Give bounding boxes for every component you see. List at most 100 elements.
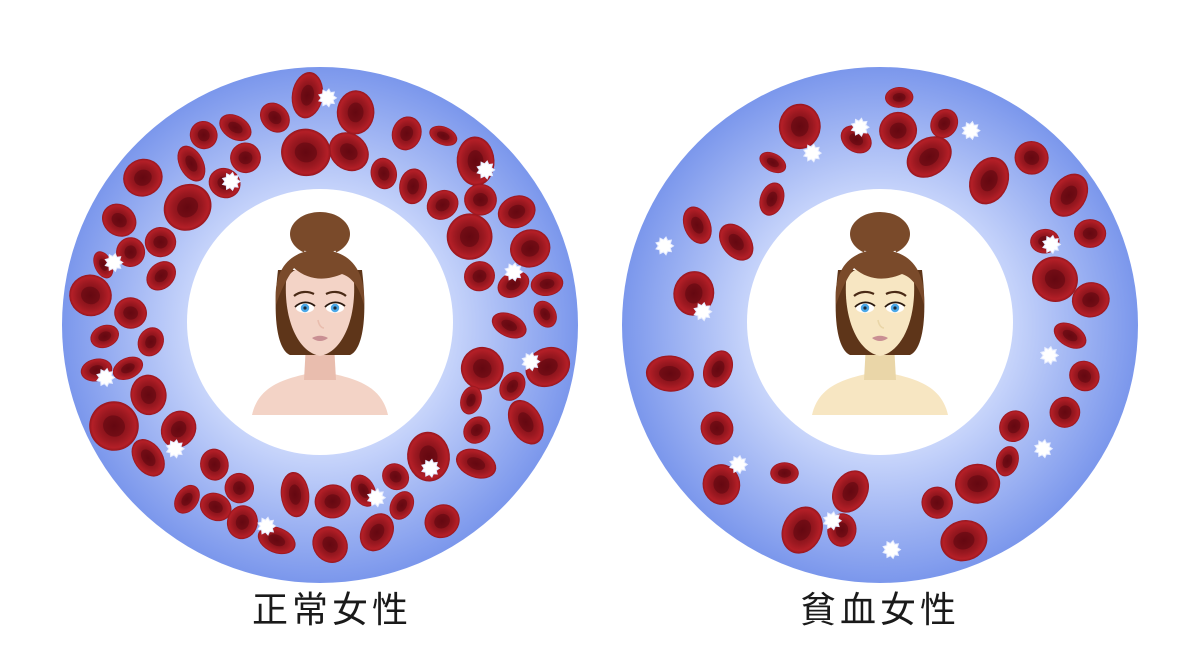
red-blood-cell — [885, 86, 914, 108]
red-blood-cell — [781, 506, 823, 554]
red-blood-cell — [160, 410, 197, 448]
normal-woman-caption: 正常女性 — [251, 590, 412, 631]
red-blood-cell — [391, 116, 422, 151]
anemic-woman-panel — [622, 67, 1138, 583]
red-blood-cell — [429, 125, 458, 146]
red-blood-cell — [682, 206, 712, 244]
pupil — [333, 306, 337, 310]
hair-bun — [290, 212, 350, 256]
pupil — [863, 306, 867, 310]
red-blood-cells — [69, 72, 571, 563]
eyelash-line — [854, 301, 876, 308]
red-blood-cell — [955, 463, 1001, 504]
red-blood-cell — [199, 492, 232, 522]
red-blood-cell — [1071, 282, 1110, 318]
red-blood-cell — [116, 237, 146, 267]
white-blood-cell — [96, 367, 116, 388]
red-blood-cell — [114, 297, 147, 329]
red-blood-cell — [224, 472, 255, 504]
red-blood-cell — [226, 505, 258, 540]
red-blood-cell — [382, 463, 410, 491]
red-blood-cell — [69, 274, 112, 317]
red-blood-cell — [1049, 396, 1081, 428]
red-blood-cell — [389, 491, 415, 520]
white-blood-cell — [504, 262, 524, 282]
white-blood-cell — [221, 171, 241, 192]
red-blood-cell — [930, 108, 959, 139]
red-blood-cell — [832, 470, 869, 513]
white-blood-cell — [802, 143, 823, 163]
red-blood-cell — [921, 486, 953, 519]
red-blood-cell — [177, 145, 206, 182]
red-blood-cell — [995, 446, 1019, 477]
red-blood-cell — [112, 356, 144, 380]
red-blood-cell — [460, 385, 482, 415]
front-hair — [835, 249, 925, 305]
red-blood-cell — [174, 484, 200, 514]
red-blood-cell — [645, 355, 694, 392]
red-blood-cell — [464, 183, 497, 216]
pupil — [303, 306, 307, 310]
red-blood-cell — [499, 371, 526, 401]
white-blood-cells — [655, 117, 1062, 560]
white-blood-cells — [96, 88, 541, 536]
white-blood-cell — [1039, 345, 1060, 366]
white-blood-cell — [850, 117, 870, 137]
right-eyebrow — [885, 290, 907, 297]
red-blood-cell — [497, 195, 536, 229]
red-blood-cell — [718, 223, 754, 261]
red-blood-cell — [407, 431, 450, 482]
red-blood-cell — [90, 324, 119, 349]
red-blood-cell — [399, 168, 428, 205]
red-blood-cell — [259, 102, 290, 133]
right-eyebrow — [325, 290, 347, 297]
left-eyebrow — [293, 290, 315, 297]
red-blood-cell — [1074, 219, 1107, 248]
white-blood-cell — [421, 458, 441, 478]
normal-woman-panel — [62, 67, 578, 583]
red-blood-cell — [491, 312, 527, 339]
red-blood-cell — [137, 327, 164, 357]
red-blood-cells — [645, 86, 1110, 562]
white-blood-cell — [257, 516, 277, 536]
white-blood-cell — [366, 487, 387, 508]
red-blood-cell — [700, 411, 734, 445]
white-blood-cell — [521, 351, 541, 372]
red-blood-cell — [312, 526, 348, 563]
red-blood-cell — [879, 111, 918, 150]
red-blood-cell — [497, 271, 530, 298]
front-hair — [275, 249, 365, 305]
red-blood-cell — [455, 448, 497, 479]
face-skin — [845, 264, 915, 356]
left-eyebrow — [853, 290, 875, 297]
red-blood-cell — [130, 374, 167, 416]
red-blood-cell — [336, 90, 375, 135]
red-blood-cell — [189, 120, 218, 150]
red-blood-cell — [370, 157, 398, 190]
red-blood-cell — [93, 251, 114, 279]
red-blood-cell — [144, 226, 177, 258]
eyelash-line — [324, 301, 346, 308]
red-blood-cell — [702, 350, 734, 388]
shoulders — [252, 374, 388, 415]
red-blood-cell — [530, 271, 564, 297]
white-blood-cell — [693, 301, 713, 322]
red-blood-cell — [770, 462, 799, 484]
red-blood-cell — [446, 213, 493, 260]
red-blood-cell — [426, 189, 459, 220]
white-blood-cell — [1042, 234, 1062, 255]
red-blood-cell — [1049, 173, 1089, 217]
red-blood-cell — [1069, 360, 1100, 392]
white-blood-cell — [961, 120, 981, 141]
white-blood-cell — [104, 252, 124, 273]
white-blood-cell — [822, 511, 843, 531]
eyelash-line — [294, 301, 316, 308]
red-blood-cell — [969, 157, 1010, 205]
white-blood-cell — [318, 88, 338, 108]
white-blood-cell — [882, 539, 902, 560]
red-blood-cell — [1032, 256, 1078, 302]
red-blood-cell — [280, 471, 310, 518]
red-blood-cell — [702, 464, 741, 505]
